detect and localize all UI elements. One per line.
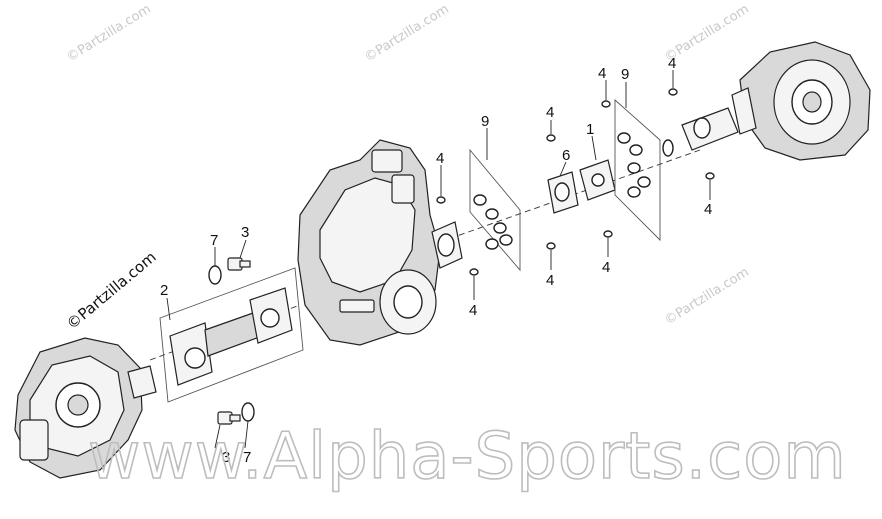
engine-icon [297,139,441,346]
universal-joint-icon [617,132,651,198]
yoke-icon [431,221,463,269]
front-prop-shaft-icon [169,287,293,386]
rear-differential-icon [731,41,871,161]
o-ring-icon [603,230,613,238]
watermark-partzilla-1: ©Partzilla.com [64,2,154,66]
callout-1: 1 [586,121,594,138]
rear-shaft-group-box [614,98,661,242]
universal-joint-icon [579,159,616,201]
callout-3: 3 [241,224,249,241]
o-ring-icon [208,265,222,285]
callout-4: 4 [469,302,477,319]
front-shaft-group-box [159,267,304,403]
callout-6: 6 [562,147,570,164]
o-ring-icon [668,88,678,96]
callout-7: 7 [243,449,251,466]
rear-yoke-icon [681,107,739,151]
o-ring-icon [241,402,255,422]
o-ring-icon [469,268,479,276]
watermark-partzilla-2: ©Partzilla.com [362,2,452,66]
callout-4: 4 [546,272,554,289]
watermark-site: www.Alpha-Sports.com [88,420,847,494]
o-ring-icon [705,172,715,180]
seal-icon [662,139,674,157]
callout-4: 4 [602,259,610,276]
callout-9: 9 [621,66,629,83]
callout-4: 4 [436,150,444,167]
callout-4: 4 [546,104,554,121]
o-ring-icon [546,134,556,142]
watermark-partzilla-4: ©Partzilla.com [662,265,752,329]
universal-joint-icon [473,194,513,250]
callout-7: 7 [210,232,218,249]
callout-4: 4 [704,201,712,218]
middle-shaft-group-box [469,148,521,272]
o-ring-icon [601,100,611,108]
callout-4: 4 [598,65,606,82]
shaft-coupler-icon [547,171,579,214]
o-ring-icon [436,196,446,204]
callout-2: 2 [160,282,168,299]
callout-9: 9 [481,113,489,130]
front-differential-icon [14,337,157,479]
callout-4: 4 [668,55,676,72]
bolt-icon [227,257,251,271]
o-ring-icon [546,242,556,250]
watermark-partzilla-dark: ©Partzilla.com [63,248,160,333]
callout-3: 3 [222,449,230,466]
bolt-icon [217,411,241,425]
leader-lines [166,70,711,449]
